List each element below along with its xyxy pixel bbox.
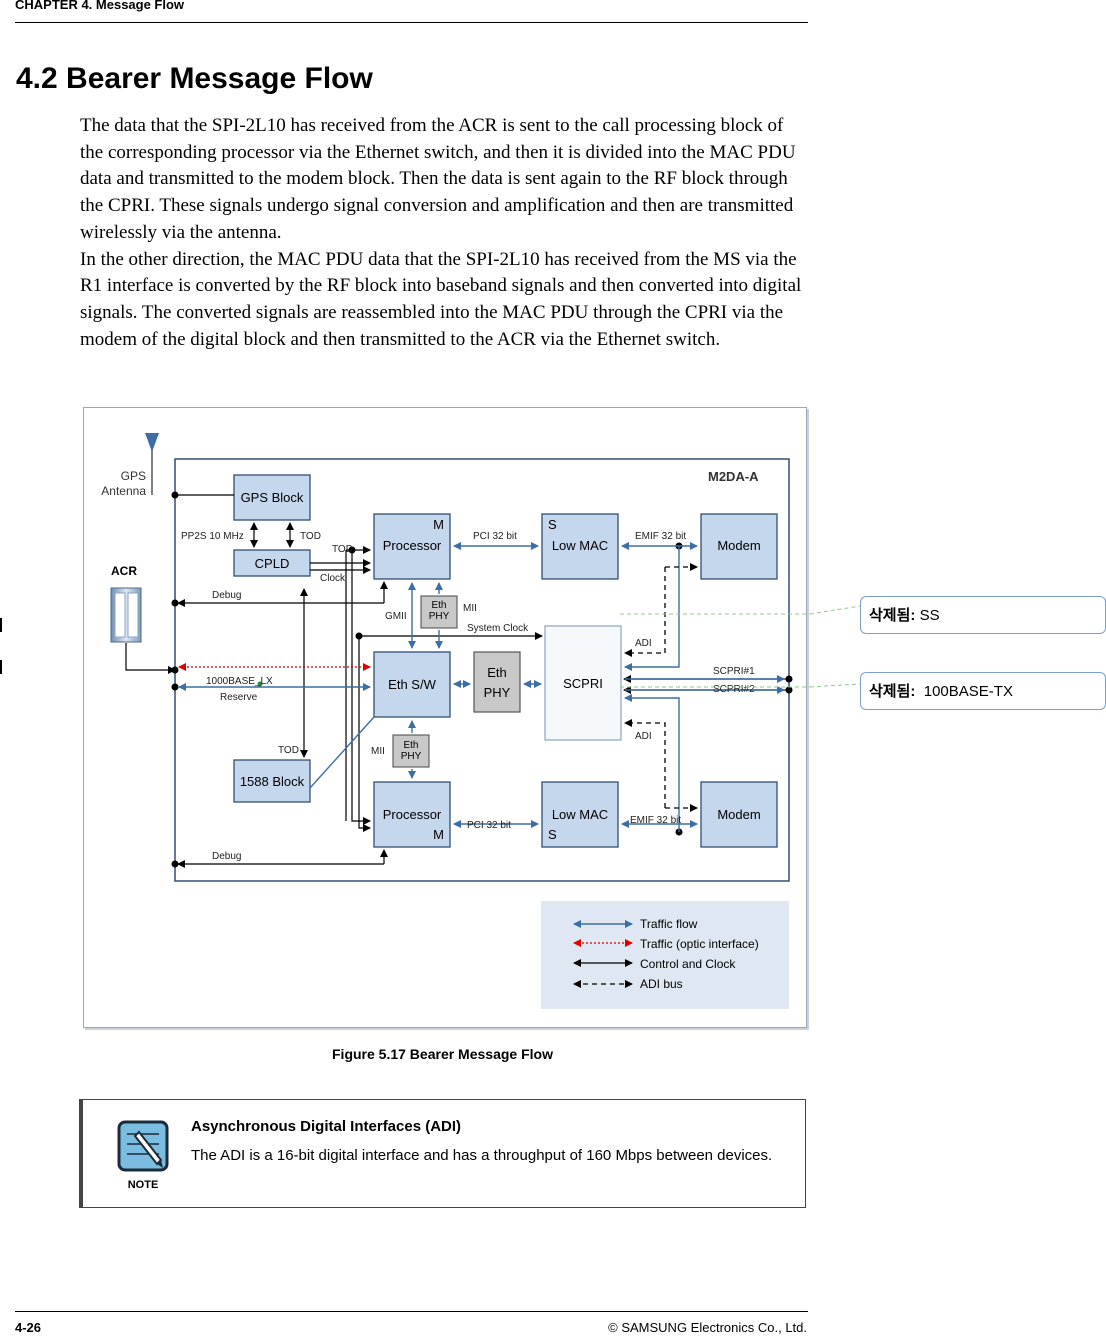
debug-label-bottom: Debug (212, 851, 241, 862)
system-clock-label: System Clock (467, 623, 529, 634)
processor-bottom-tag: M (433, 827, 444, 842)
acr-cabinet-icon (110, 587, 142, 643)
page-number: 4-26 (15, 1320, 42, 1335)
green-marker (257, 681, 263, 687)
body-text: The data that the SPI-2L10 has received … (80, 113, 810, 353)
mii-label-bottom: MII (371, 746, 385, 757)
lowmac-top-tag: S (548, 517, 557, 532)
adi-label-bottom: ADI (635, 731, 652, 742)
debug-label-top: Debug (212, 590, 241, 601)
scpri-label: SCPRI (563, 676, 603, 691)
tod-label-1: TOD (300, 531, 321, 542)
change-bar-1 (0, 618, 2, 632)
note-title: Asynchronous Digital Interfaces (ADI) (191, 1118, 462, 1135)
eth-phy-top-label-1: Eth (431, 600, 446, 611)
eth-phy-small-top: Eth PHY (420, 595, 458, 629)
eth-phy-bottom-label-1: Eth (403, 740, 418, 751)
lowmac-top: S Low MAC (541, 513, 619, 580)
gps-antenna-label-1: GPS (121, 469, 146, 483)
bearer-flow-diagram: M2DA-A GPS Antenna ACR GPS Block CPLD 15… (101, 433, 793, 1009)
paragraph-1: The data that the SPI-2L10 has received … (80, 115, 796, 243)
lowmac-bottom-tag: S (548, 827, 557, 842)
cpld-block: CPLD (233, 549, 311, 577)
board-label: M2DA-A (708, 469, 759, 484)
gps-block-label: GPS Block (241, 490, 304, 505)
legend-adi: ADI bus (640, 977, 683, 991)
note-icon-label: NOTE (128, 1179, 159, 1191)
mii-label-top: MII (463, 603, 477, 614)
tod-1588-label: TOD (278, 745, 299, 756)
comment-connectors (620, 605, 860, 688)
adi-bus-lines (624, 563, 698, 812)
base-lx-label: 1000BASE_LX (206, 676, 273, 687)
bearer-flow-figure: M2DA-A GPS Antenna ACR GPS Block CPLD 15… (83, 407, 807, 1028)
chapter-header: CHAPTER 4. Message Flow (15, 0, 185, 12)
gmii-label: GMII (385, 611, 407, 622)
modem-bottom-label: Modem (717, 807, 760, 822)
eth-phy-mid-label-2: PHY (484, 685, 511, 700)
figure-caption: Figure 5.17 Bearer Message Flow (332, 1046, 553, 1062)
modem-bottom: Modem (700, 781, 778, 848)
lowmac-bottom: Low MAC S (541, 781, 619, 848)
eth-phy-bottom-label-2: PHY (401, 751, 422, 762)
eth-phy-mid: Eth PHY (473, 651, 521, 713)
note-icon: NOTE (117, 1120, 169, 1197)
paragraph-2: In the other direction, the MAC PDU data… (80, 248, 802, 350)
eth-phy-top-label-2: PHY (429, 611, 450, 622)
legend: Traffic flow Traffic (optic interface) C… (541, 901, 789, 1009)
section-title: 4.2 Bearer Message Flow (16, 62, 373, 95)
header-rule (15, 22, 808, 23)
lowmac-bottom-label: Low MAC (552, 807, 608, 822)
scpri2-label: SCPRI#2 (713, 684, 755, 695)
adi-label-top: ADI (635, 638, 652, 649)
eth-switch: Eth S/W (373, 651, 451, 718)
legend-control: Control and Clock (640, 957, 736, 971)
traffic-lines (178, 542, 785, 832)
scpri1-label: SCPRI#1 (713, 666, 755, 677)
comment-1-prefix: 삭제됨: (869, 607, 916, 624)
emif-label-top: EMIF 32 bit (635, 531, 686, 542)
acr-label: ACR (111, 564, 137, 578)
note-box (79, 1099, 806, 1208)
legend-traffic: Traffic flow (640, 917, 698, 931)
reserve-label: Reserve (220, 692, 258, 703)
footer-rule (15, 1311, 808, 1312)
pp2s-label: PP2S 10 MHz (181, 531, 244, 542)
modem-top-label: Modem (717, 538, 760, 553)
eth-phy-small-bottom: Eth PHY (392, 734, 430, 768)
block-1588-label: 1588 Block (240, 774, 305, 789)
emif-label-bottom: EMIF 32 bit (630, 815, 681, 826)
deletion-comment-1[interactable]: 삭제됨: SS (860, 596, 1106, 634)
deletion-comment-2[interactable]: 삭제됨: 100BASE-TX (860, 672, 1106, 710)
pci-label-top: PCI 32 bit (473, 531, 517, 542)
clock-label: Clock (320, 573, 346, 584)
change-bar-2 (0, 660, 2, 674)
processor-top: M Processor (373, 513, 451, 580)
block-1588: 1588 Block (233, 759, 311, 803)
gps-block: GPS Block (233, 474, 311, 521)
tod-label-2: TOD (332, 544, 353, 555)
copyright: © SAMSUNG Electronics Co., Ltd. (608, 1320, 807, 1335)
comment-2-prefix: 삭제됨: (869, 683, 916, 700)
lowmac-top-label: Low MAC (552, 538, 608, 553)
modem-top: Modem (700, 513, 778, 580)
eth-phy-mid-label-1: Eth (487, 665, 507, 680)
cpld-label: CPLD (255, 556, 290, 571)
processor-bottom: Processor M (373, 781, 451, 848)
comment-2-text: 100BASE-TX (923, 683, 1013, 700)
comment-1-text: SS (919, 607, 940, 624)
gps-antenna-label-2: Antenna (101, 484, 146, 498)
note-body: The ADI is a 16-bit digital interface an… (191, 1147, 773, 1164)
pci-label-bottom: PCI 32 bit (467, 820, 511, 831)
processor-top-tag: M (433, 517, 444, 532)
processor-bottom-label: Processor (383, 807, 442, 822)
eth-switch-label: Eth S/W (388, 677, 436, 692)
processor-top-label: Processor (383, 538, 442, 553)
gps-antenna-icon (145, 433, 159, 495)
scpri-block: SCPRI (544, 625, 622, 741)
legend-optic: Traffic (optic interface) (640, 937, 759, 951)
